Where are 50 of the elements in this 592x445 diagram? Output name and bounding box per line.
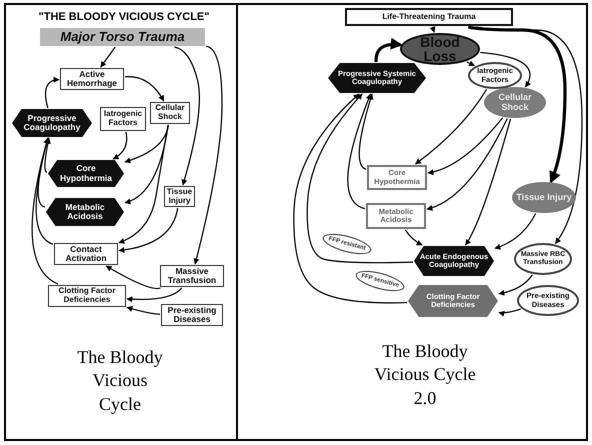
process-box: Contact Activation bbox=[54, 243, 118, 265]
oval-node: Blood Loss bbox=[400, 33, 480, 65]
arrow bbox=[124, 124, 169, 164]
process-box: Active Hemorrhage bbox=[60, 68, 124, 90]
panel-caption: The Bloody Vicious Cycle 2.0 bbox=[373, 340, 477, 410]
arrow bbox=[498, 308, 521, 316]
oval-node: Tissue Injury bbox=[512, 182, 576, 213]
arrow bbox=[466, 60, 476, 66]
panel-caption: The Bloody Vicious Cycle bbox=[76, 346, 164, 416]
arrow bbox=[106, 265, 161, 290]
arrow bbox=[124, 76, 164, 102]
panel-heading: "THE BLOODY VICIOUS CYCLE" bbox=[38, 11, 210, 23]
arrow bbox=[415, 89, 488, 164]
arrow bbox=[194, 46, 223, 265]
arrow bbox=[100, 46, 116, 68]
process-box: Massive Transfusion bbox=[160, 265, 224, 287]
arrow bbox=[118, 208, 178, 253]
arrow bbox=[404, 230, 423, 246]
arrow bbox=[118, 124, 169, 244]
arrow bbox=[293, 94, 408, 304]
arrow bbox=[430, 26, 436, 33]
arrow bbox=[126, 288, 182, 302]
arrow bbox=[374, 38, 403, 62]
arrow bbox=[174, 46, 200, 186]
arrow bbox=[358, 93, 374, 170]
arrow bbox=[112, 132, 128, 160]
arrow bbox=[32, 137, 58, 285]
process-box: Iatrogenic Factors bbox=[100, 107, 146, 131]
arrow bbox=[347, 93, 372, 210]
arrow bbox=[44, 77, 60, 108]
arrow bbox=[494, 213, 536, 250]
arrow bbox=[426, 118, 508, 210]
process-box: Life-Threatening Trauma bbox=[345, 8, 513, 26]
arrow bbox=[124, 124, 169, 204]
arrow bbox=[476, 26, 583, 244]
arrow bbox=[36, 137, 54, 245]
arrow bbox=[306, 94, 414, 264]
process-box: Clotting Factor Deficiencies bbox=[48, 285, 126, 307]
arrow bbox=[498, 274, 533, 296]
arrow bbox=[44, 137, 51, 173]
arrow bbox=[126, 306, 160, 315]
arrow bbox=[464, 118, 512, 246]
arrow bbox=[480, 52, 531, 88]
arrow bbox=[468, 25, 567, 184]
arrow bbox=[427, 117, 504, 175]
process-box: Cellular Shock bbox=[150, 102, 190, 124]
header-bar: Major Torso Trauma bbox=[40, 28, 205, 46]
process-box: Pre-existing Diseases bbox=[161, 304, 223, 326]
oval-node: Cellular Shock bbox=[484, 87, 546, 118]
process-box: Tissue Injury bbox=[164, 186, 195, 207]
